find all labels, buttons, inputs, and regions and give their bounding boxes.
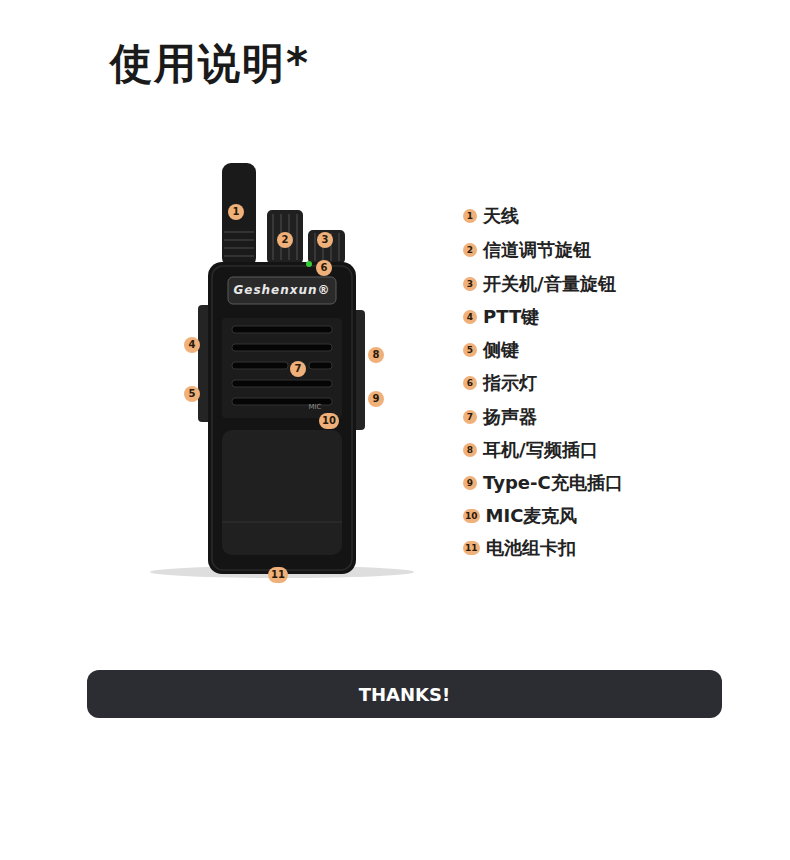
item-label: 天线 [483, 204, 519, 228]
antenna [222, 163, 256, 267]
item-label: 信道调节旋钮 [483, 238, 591, 262]
callout-text: 5 [189, 388, 196, 399]
legend-item: 9 Type-C充电插口 [463, 471, 623, 495]
item-number: 1 [463, 209, 477, 223]
legend-item: 7 扬声器 [463, 405, 537, 429]
item-number: 3 [463, 277, 477, 291]
item-label: 开关机/音量旋钮 [483, 272, 616, 296]
callout-number: 5 [184, 386, 200, 402]
legend-item: 10 MIC麦克风 [463, 504, 577, 528]
legend-item: 2 信道调节旋钮 [463, 238, 591, 262]
item-number: 7 [463, 410, 477, 424]
legend-item: 8 耳机/写频插口 [463, 438, 598, 462]
panel-line [222, 521, 342, 523]
callout-number: 8 [368, 347, 384, 363]
callout-number: 2 [277, 232, 293, 248]
legend-item: 4 PTT键 [463, 305, 539, 329]
callout-number: 7 [290, 361, 306, 377]
channel-knob [267, 210, 303, 264]
brand-label: Geshenxun® [233, 283, 330, 297]
item-label: 指示灯 [483, 371, 537, 395]
item-label: Type-C充电插口 [483, 471, 623, 495]
callout-number: 10 [319, 413, 339, 429]
thanks-bar: THANKS! [87, 670, 722, 718]
callout-text: 3 [322, 234, 329, 245]
callout-text: 7 [295, 363, 302, 374]
legend-item: 11 电池组卡扣 [463, 536, 576, 560]
callout-number: 9 [368, 391, 384, 407]
callout-text: 11 [271, 569, 285, 580]
page-title: 使用说明* [110, 36, 310, 92]
item-label: 电池组卡扣 [486, 536, 576, 560]
item-number: 9 [463, 476, 477, 490]
callout-text: 4 [189, 339, 196, 350]
volume-knob [308, 230, 345, 264]
item-label: 侧键 [483, 338, 519, 362]
callout-text: 1 [233, 206, 240, 217]
callout-text: 6 [321, 262, 328, 273]
callout-number: 4 [184, 337, 200, 353]
item-label: MIC麦克风 [486, 504, 578, 528]
callout-number: 11 [268, 567, 288, 583]
body-edge [212, 266, 352, 570]
indicator-light [306, 261, 312, 267]
speaker-grille [222, 318, 342, 418]
radio-body [208, 262, 356, 574]
lower-panel [222, 430, 342, 555]
callout-text: 8 [373, 349, 380, 360]
item-label: 耳机/写频插口 [483, 438, 598, 462]
callout-number: 1 [228, 204, 244, 220]
legend-item: 5 侧键 [463, 338, 519, 362]
brand-plate [228, 277, 336, 304]
legend-item: 3 开关机/音量旋钮 [463, 272, 616, 296]
item-number: 10 [463, 509, 480, 523]
mic-label: MIC [309, 403, 322, 411]
legend-item: 6 指示灯 [463, 371, 537, 395]
item-number: 6 [463, 376, 477, 390]
item-number: 11 [463, 541, 480, 555]
item-label: PTT键 [483, 305, 539, 329]
callout-text: 9 [373, 393, 380, 404]
item-number: 5 [463, 343, 477, 357]
legend-item: 1 天线 [463, 204, 519, 228]
callout-number: 6 [316, 260, 332, 276]
item-label: 扬声器 [483, 405, 537, 429]
callout-number: 3 [317, 232, 333, 248]
callout-text: 2 [282, 234, 289, 245]
item-number: 8 [463, 443, 477, 457]
callout-text: 10 [322, 415, 336, 426]
item-number: 4 [463, 310, 477, 324]
bar-text: THANKS! [359, 684, 450, 705]
item-number: 2 [463, 243, 477, 257]
